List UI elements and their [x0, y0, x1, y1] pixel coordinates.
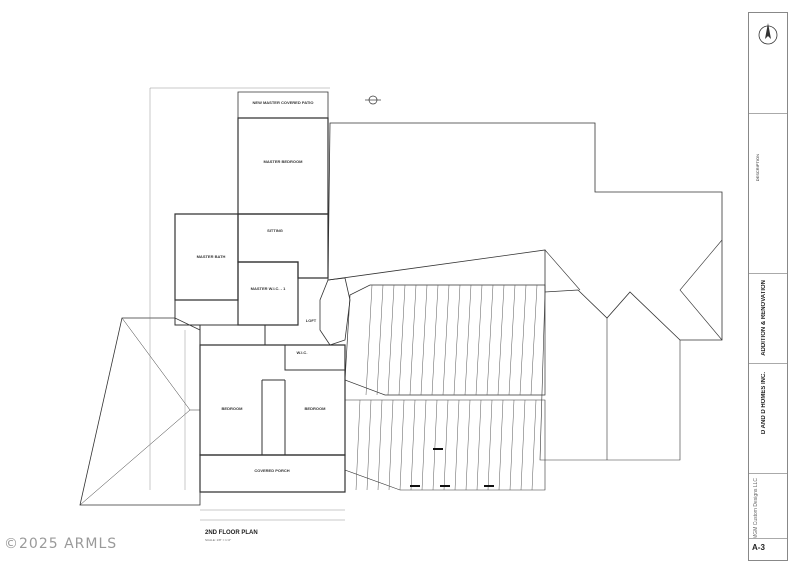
deck-joist [399, 399, 405, 491]
deck-lower [344, 399, 546, 491]
deck-joist [520, 399, 526, 491]
loft-outline [319, 277, 351, 346]
deck-joist [409, 284, 417, 396]
patio-walls [237, 91, 329, 119]
left-roof-hip [79, 317, 200, 506]
deck-joist [476, 399, 482, 491]
title-block: DESCRIPTION ADDITION & RENOVATION D AND … [748, 12, 788, 561]
deck-joist [464, 284, 472, 396]
deck-joist [442, 284, 450, 396]
watermark: ©2025 ARMLS [4, 536, 118, 552]
deck-joist [410, 399, 416, 491]
sheet-number: A-3 [752, 543, 765, 552]
deck-joist [376, 284, 384, 396]
sitting-walls [237, 213, 329, 279]
wic-walls [284, 344, 346, 371]
beam-marker-1 [410, 485, 420, 487]
section-marker-icon [365, 95, 381, 105]
master-bedroom-walls [237, 117, 329, 215]
deck-joist [377, 399, 383, 491]
room-label-patio: NEW MASTER COVERED PATIO [253, 100, 314, 105]
drawing-scale: SCALE: 1/8" = 1'-0" [205, 538, 232, 542]
deck-joist [365, 284, 373, 396]
corridor-walls [174, 299, 239, 326]
north-arrow-icon [758, 23, 778, 45]
deck-joist [509, 399, 515, 491]
beam-marker-4 [433, 448, 443, 450]
room-label-covered-porch: COVERED PORCH [254, 468, 289, 473]
deck-joist [366, 399, 372, 491]
deck-joist [387, 284, 395, 396]
deck-joist [431, 284, 439, 396]
deck-joist [421, 399, 427, 491]
deck-outline [344, 284, 546, 396]
beam-marker-2 [440, 485, 450, 487]
bathroom-small [199, 324, 266, 346]
deck-joist [388, 399, 394, 491]
deck-joist [420, 284, 428, 396]
description-header: DESCRIPTION [755, 154, 760, 182]
room-label-wic: W.I.C. [297, 350, 308, 355]
deck-joist [398, 284, 406, 396]
deck-joist [453, 284, 461, 396]
room-label-loft: LOFT [306, 318, 317, 323]
roof-ridge-lines [539, 239, 723, 461]
deck-joist [530, 284, 538, 396]
deck-joist [519, 284, 527, 396]
room-label-master-wic: MASTER W.I.C. - 1 [251, 286, 286, 291]
deck-joist [508, 284, 516, 396]
deck-joist [497, 284, 505, 396]
bedrooms-walls [199, 344, 346, 456]
project-title: ADDITION & RENOVATION [761, 280, 767, 356]
drawing-title: 2ND FLOOR PLAN [205, 530, 258, 536]
bedroom-divider [261, 379, 286, 455]
deck-joist [355, 399, 361, 491]
master-wic-walls [237, 261, 299, 326]
porch-walls [199, 454, 346, 493]
room-label-sitting: SITTING [267, 228, 283, 233]
deck-joist [531, 399, 537, 491]
deck-joist [465, 399, 471, 491]
room-label-master-bedroom: MASTER BEDROOM [264, 159, 304, 164]
deck-joist [498, 399, 504, 491]
room-label-bedroom-left: BEDROOM [222, 406, 244, 411]
room-label-master-bath: MASTER BATH [197, 254, 226, 259]
deck-joist [432, 399, 438, 491]
deck-joist [486, 284, 494, 396]
room-label-bedroom-right: BEDROOM [305, 406, 327, 411]
deck-joist [454, 399, 460, 491]
dimension-bottom [200, 509, 345, 521]
deck-joist [487, 399, 493, 491]
company-name: D AND D HOMES INC. [761, 372, 767, 435]
beam-marker-3 [484, 485, 494, 487]
deck-joist [475, 284, 483, 396]
left-roof-outline [79, 317, 201, 506]
designer-name: MGM Custom Designs LLC [753, 478, 759, 539]
deck-joist [443, 399, 449, 491]
